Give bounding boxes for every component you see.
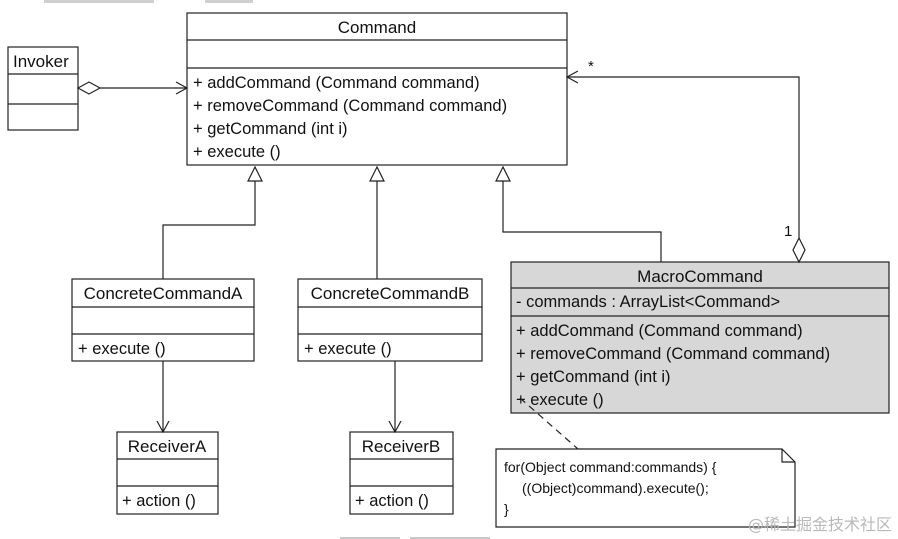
top-edge-fragment (44, 0, 154, 3)
inheritance-triangle-icon (369, 165, 385, 182)
class-name: Invoker (13, 52, 69, 71)
aggregation-macro-command: * 1 (565, 58, 806, 264)
watermark-text: @稀土掘金技术社区 (748, 515, 892, 534)
method: + execute () (516, 391, 604, 409)
attribute: - commands : ArrayList<Command> (516, 293, 780, 311)
generalization-concrete-a (162, 165, 263, 279)
class-name: ReceiverB (362, 437, 440, 456)
method: + removeCommand (Command command) (193, 97, 507, 115)
method: + execute () (304, 340, 392, 358)
class-concrete-command-b: ConcreteCommandB + execute () (297, 278, 483, 362)
note-anchor-line (519, 397, 579, 450)
aggregation-diamond-icon (792, 236, 806, 264)
note-box (495, 448, 796, 528)
multiplicity-many: * (588, 58, 594, 75)
method: + addCommand (Command command) (193, 74, 480, 92)
class-name: MacroCommand (637, 267, 763, 286)
note-line: ((Object)command).execute(); (522, 480, 709, 496)
method: + removeCommand (Command command) (516, 345, 830, 363)
method: + getCommand (int i) (516, 368, 671, 386)
generalization-macro (495, 165, 662, 262)
class-name: Command (338, 18, 416, 37)
method: + execute () (193, 143, 281, 161)
note-folded-corner-icon (781, 449, 795, 463)
note-execute-impl: for(Object command:commands) { ((Object)… (495, 397, 796, 528)
dependency-b-receiver (388, 361, 402, 434)
generalization-concrete-b (369, 165, 385, 279)
class-command: Command + addCommand (Command command) +… (186, 12, 568, 166)
note-line: for(Object command:commands) { (504, 459, 717, 475)
arrowhead-icon (565, 70, 579, 84)
class-name: ConcreteCommandB (311, 284, 470, 303)
method: + action () (122, 492, 196, 510)
top-edge-fragment (205, 0, 253, 3)
class-concrete-command-a: ConcreteCommandA + execute () (71, 278, 255, 362)
multiplicity-one: 1 (784, 223, 792, 240)
inheritance-triangle-icon (495, 165, 511, 182)
class-macro-command: MacroCommand - commands : ArrayList<Comm… (510, 261, 890, 414)
inheritance-triangle-icon (247, 165, 263, 182)
arrowhead-icon (388, 420, 402, 434)
class-receiver-a: ReceiverA + action () (116, 431, 219, 515)
class-invoker: Invoker (7, 46, 79, 131)
bottom-edge-fragment (340, 537, 400, 539)
class-receiver-b: ReceiverB + action () (349, 431, 454, 515)
method: + action () (355, 492, 429, 510)
class-name: ReceiverA (128, 437, 207, 456)
arrowhead-icon (175, 81, 189, 95)
aggregation-invoker-command (76, 81, 189, 95)
method: + addCommand (Command command) (516, 322, 803, 340)
arrowhead-icon (156, 420, 170, 434)
method: + getCommand (int i) (193, 120, 348, 138)
method: + execute () (78, 340, 166, 358)
dependency-a-receiver (156, 361, 170, 434)
class-name: ConcreteCommandA (84, 284, 243, 303)
bottom-edge-fragment (410, 537, 490, 539)
note-line: } (504, 501, 509, 517)
aggregation-diamond-icon (76, 81, 102, 95)
